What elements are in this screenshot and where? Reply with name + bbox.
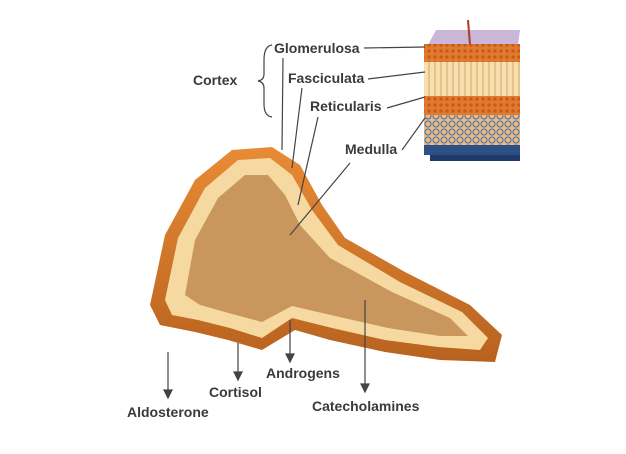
aldosterone-label: Aldosterone bbox=[127, 404, 209, 420]
cortex-label: Cortex bbox=[193, 72, 238, 88]
glomerulosa-label: Glomerulosa bbox=[274, 40, 360, 56]
leader-lines bbox=[257, 44, 426, 236]
reticularis-label: Reticularis bbox=[310, 98, 382, 114]
catecholamines-label: Catecholamines bbox=[312, 398, 420, 414]
cortisol-label: Cortisol bbox=[209, 384, 262, 400]
fasciculata-label: Fasciculata bbox=[288, 70, 365, 86]
tissue-section-block bbox=[424, 19, 520, 161]
hormone-arrows bbox=[163, 300, 370, 400]
androgens-label: Androgens bbox=[266, 365, 340, 381]
medulla-layer bbox=[185, 175, 468, 336]
medulla-label: Medulla bbox=[345, 141, 398, 157]
